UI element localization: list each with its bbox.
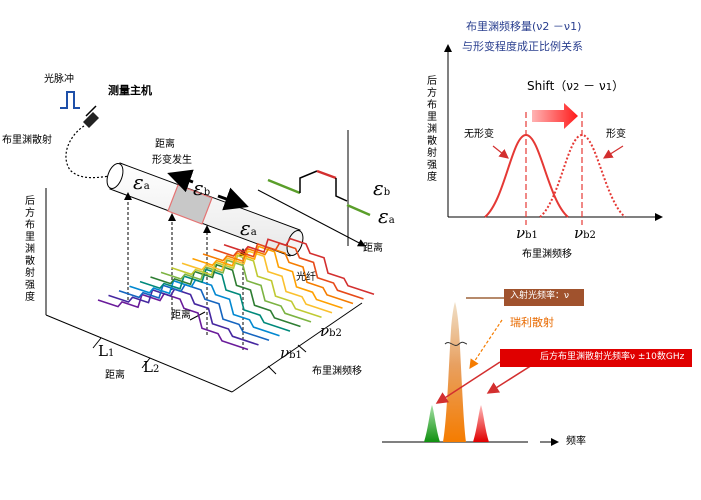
- axis-break: [444, 341, 468, 346]
- fiber-label: 光纤: [296, 272, 316, 283]
- deform-label: 形变: [606, 129, 626, 140]
- strained-segment: [167, 184, 213, 225]
- brillouin-label: 后方布里渊散射光频率ν ±10数GHz: [540, 352, 685, 362]
- strain-plot-diag-axis: [257, 189, 366, 247]
- nu-b1-tick: [267, 365, 277, 375]
- strain-eps-a-label: εa: [378, 204, 395, 228]
- rayleigh-label: 瑞利散射: [510, 316, 554, 329]
- plot3d-x-axis: [45, 314, 233, 393]
- host-label: 测量主机: [108, 84, 152, 97]
- deform-pointer: [602, 145, 624, 159]
- brillouin-pointer-green: [435, 361, 501, 404]
- inner-distance-pointer: [189, 311, 206, 321]
- compress-arrow-left: [167, 169, 194, 193]
- no-deform-pointer: [492, 145, 509, 159]
- spectral-trace: [192, 245, 343, 309]
- brillouin-banner: [500, 349, 692, 367]
- spectrum-x-label: 频率: [566, 436, 586, 447]
- brillouin-scatter-label: 布里渊散射: [2, 135, 52, 146]
- compress-arrow-right: [217, 187, 249, 211]
- shift-title-2: 与形变程度成正比例关系: [462, 40, 583, 53]
- shift-x-label: 布里渊频移: [522, 249, 572, 260]
- l1-label: L1: [98, 342, 115, 360]
- shift-y-label: 后方布里渊散射强度: [427, 76, 437, 183]
- no-deform-label: 无形变: [464, 129, 494, 140]
- plot3d-inner-label: 距离: [171, 310, 191, 321]
- host-connector: [85, 105, 97, 117]
- shift-arrow-label: Shift（ν2 － ν1）: [527, 79, 625, 93]
- pulse-label: 光脉冲: [44, 74, 74, 85]
- spectral-trace: [97, 292, 249, 351]
- spectral-traces: [97, 237, 375, 351]
- nu-b2-axis-label: νb2: [320, 322, 342, 340]
- l1-tick: [92, 337, 102, 349]
- spectral-trace: [129, 279, 280, 337]
- orange-peak: [443, 302, 466, 442]
- fiber-lead: [65, 125, 111, 179]
- strain-trace-black: [299, 170, 318, 193]
- shift-nu-b1-label: νb1: [516, 224, 538, 242]
- spectral-trace: [202, 246, 354, 305]
- l2-label: L2: [143, 358, 160, 376]
- rayleigh-pointer: [469, 319, 503, 369]
- shift-title-1: 布里渊频移量(ν2 －ν1): [466, 20, 582, 33]
- strain-x-label: 距离: [363, 243, 383, 254]
- incident-label-box: [504, 289, 584, 306]
- strain-trace-green-1: [267, 178, 301, 195]
- strain-eps-b-label: εb: [373, 176, 391, 200]
- nu-b1-axis-label: νb1: [280, 344, 302, 362]
- spectral-trace: [118, 283, 270, 342]
- strain-trace-green-2: [346, 203, 371, 217]
- eps-a2-label: εa: [240, 216, 257, 240]
- plot3d-z-axis: [231, 302, 363, 393]
- strain-trace-black-2: [335, 178, 348, 202]
- plot3d-z-label: 布里渊频移: [312, 366, 362, 377]
- nu-b2-tick: [297, 344, 307, 353]
- incident-label: 入射光频率：ν: [510, 291, 570, 301]
- host-plug: [83, 112, 99, 128]
- distance-label-top: 距离: [155, 139, 175, 150]
- green-peak: [424, 405, 440, 442]
- l2-tick: [141, 357, 151, 369]
- eps-b-label: εb: [193, 176, 211, 200]
- plot3d-x-label: 距离: [105, 370, 125, 381]
- red-peak: [473, 405, 489, 442]
- spectral-trace: [223, 237, 375, 296]
- shift-arrow: [532, 103, 578, 129]
- eps-a-label: εa: [133, 170, 150, 194]
- spectral-trace: [108, 288, 259, 346]
- pulse-icon: [60, 91, 80, 109]
- strain-trace-red: [316, 169, 337, 180]
- plot3d-y-label: 后方布里渊散射强度: [25, 196, 35, 303]
- deform-occur-label: 形变发生: [152, 155, 192, 166]
- spectral-trace: [213, 242, 364, 300]
- shift-nu-b2-label: νb2: [574, 224, 596, 242]
